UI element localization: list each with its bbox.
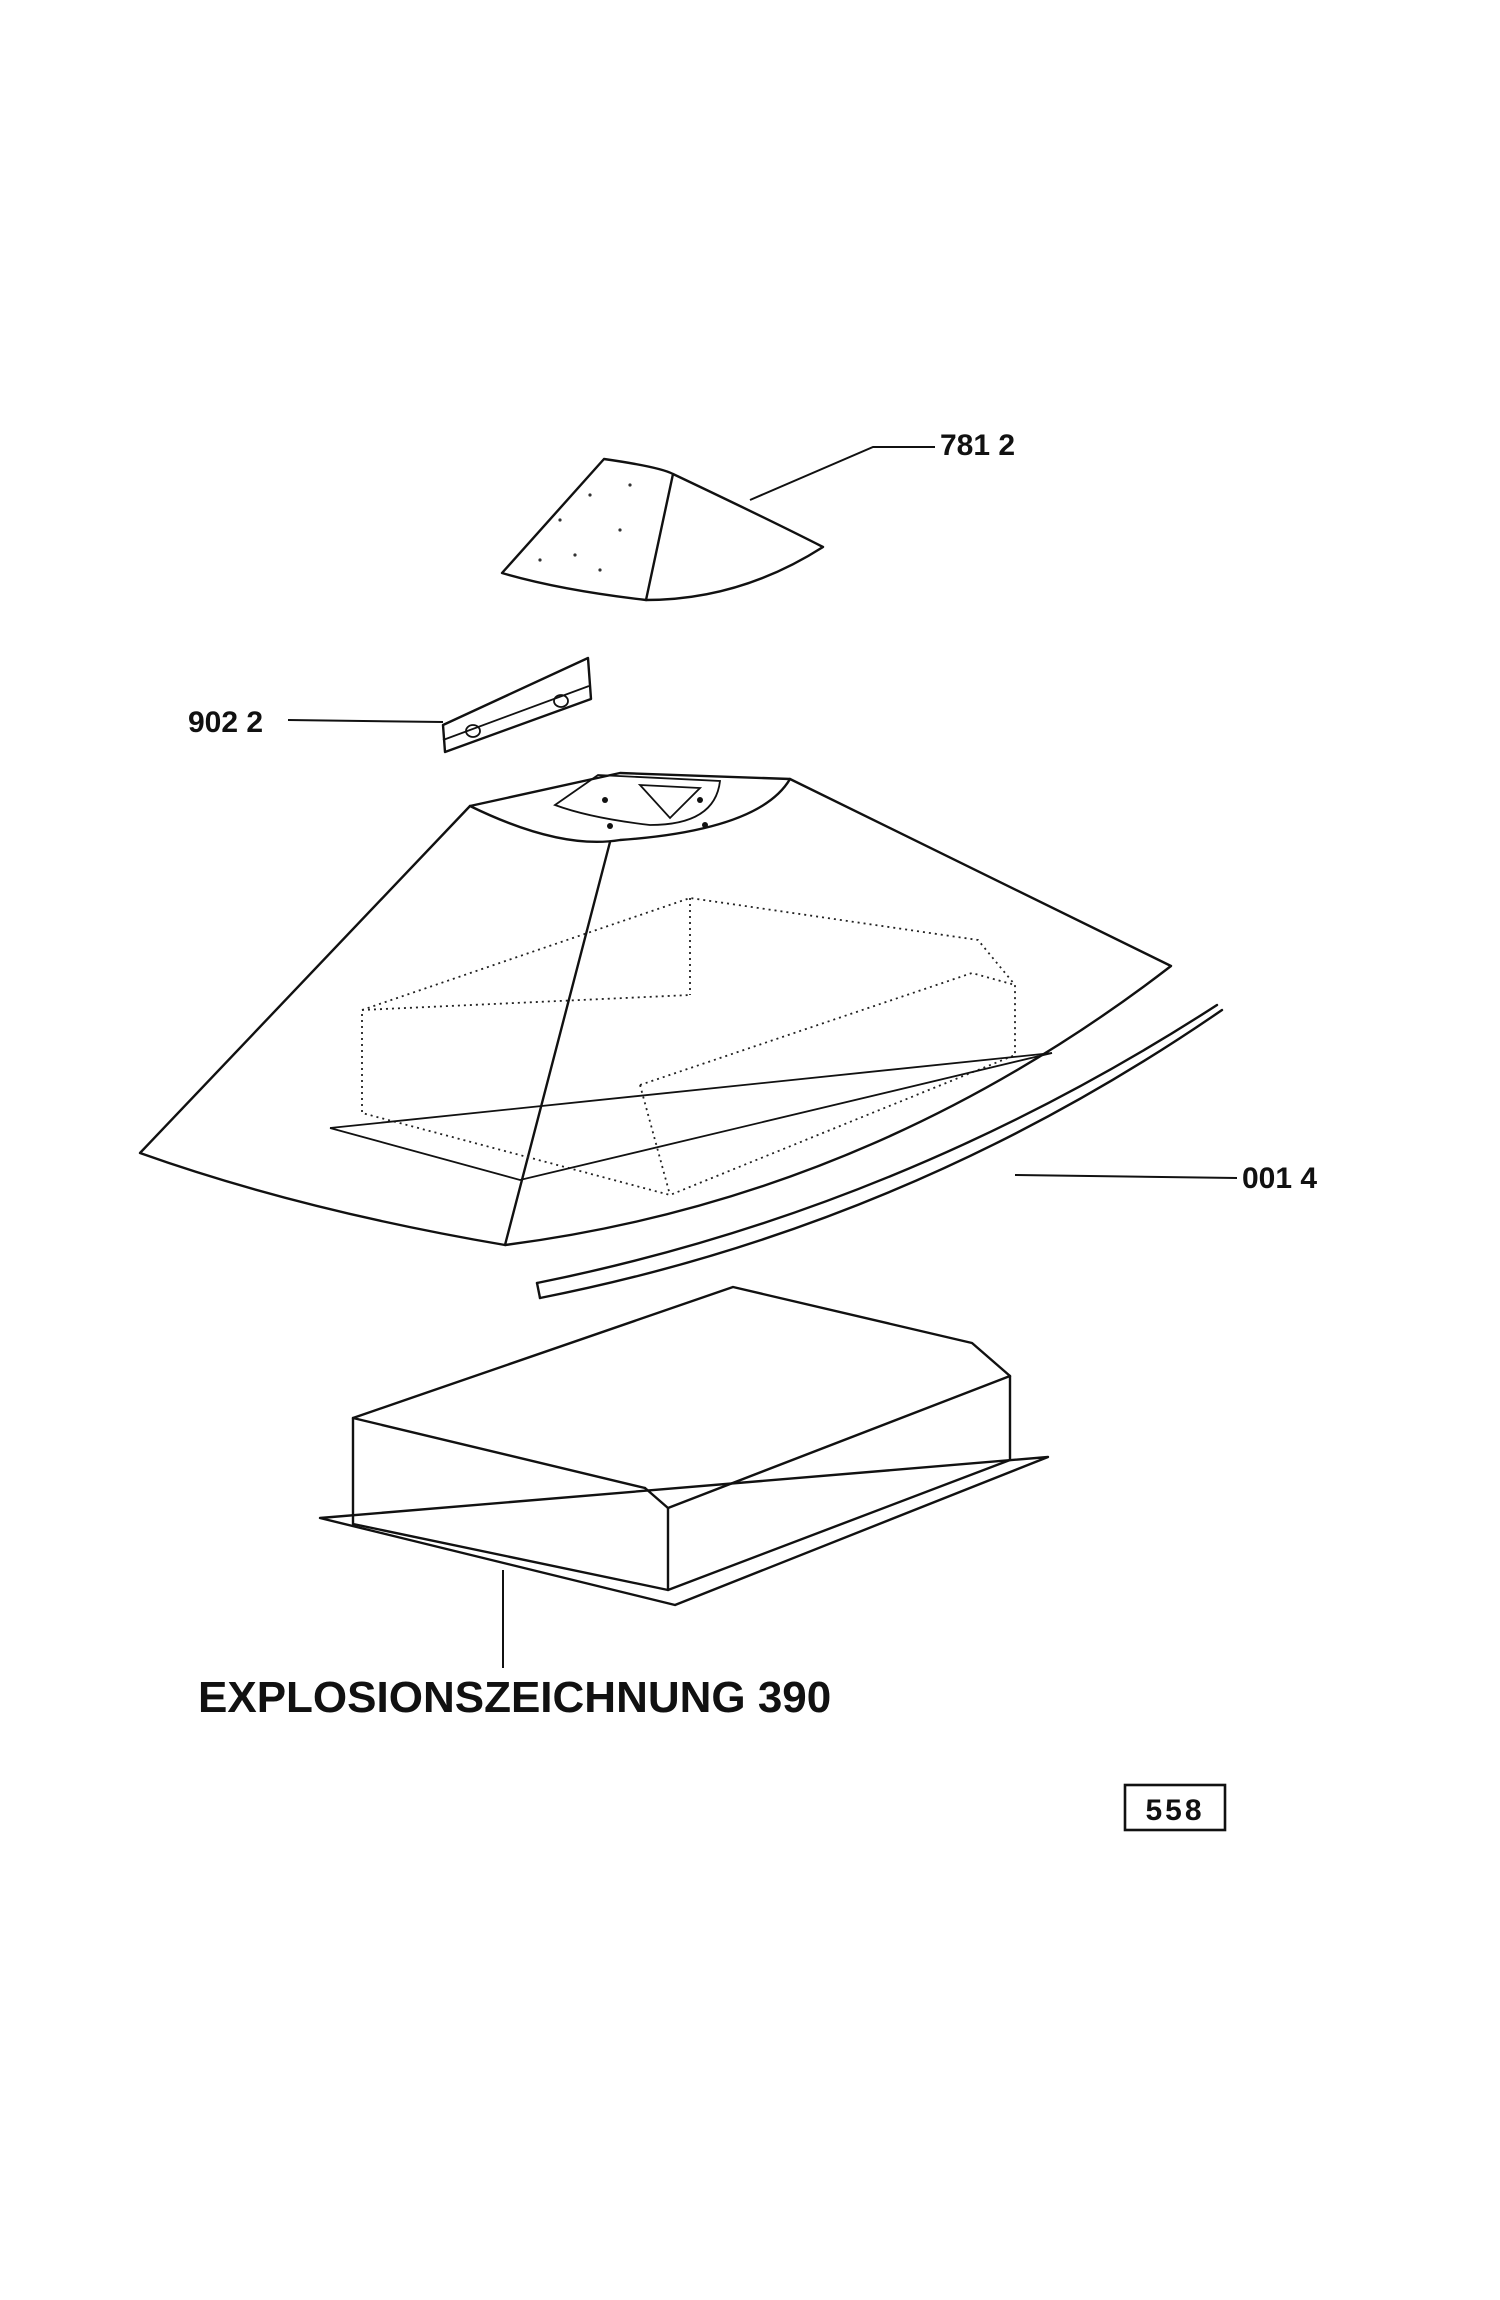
label-part-781-2: 781 2	[940, 429, 1015, 462]
cover-cone-part	[500, 457, 825, 602]
label-part-001-4: 001 4	[1242, 1162, 1317, 1195]
drawing-caption: EXPLOSIONSZEICHNUNG 390	[198, 1673, 831, 1722]
seal-strip-part	[535, 1003, 1224, 1300]
leader-001-4	[1014, 1174, 1238, 1179]
leader-902-2	[287, 719, 444, 723]
label-part-902-2: 902 2	[188, 706, 263, 739]
leader-781-2	[749, 446, 935, 501]
page-number-box: 558	[1123, 1783, 1227, 1832]
hood-body-part	[138, 771, 1173, 1247]
filter-box-part	[318, 1285, 1050, 1607]
page-number: 558	[1145, 1794, 1204, 1827]
clamp-plate-part	[441, 656, 593, 754]
